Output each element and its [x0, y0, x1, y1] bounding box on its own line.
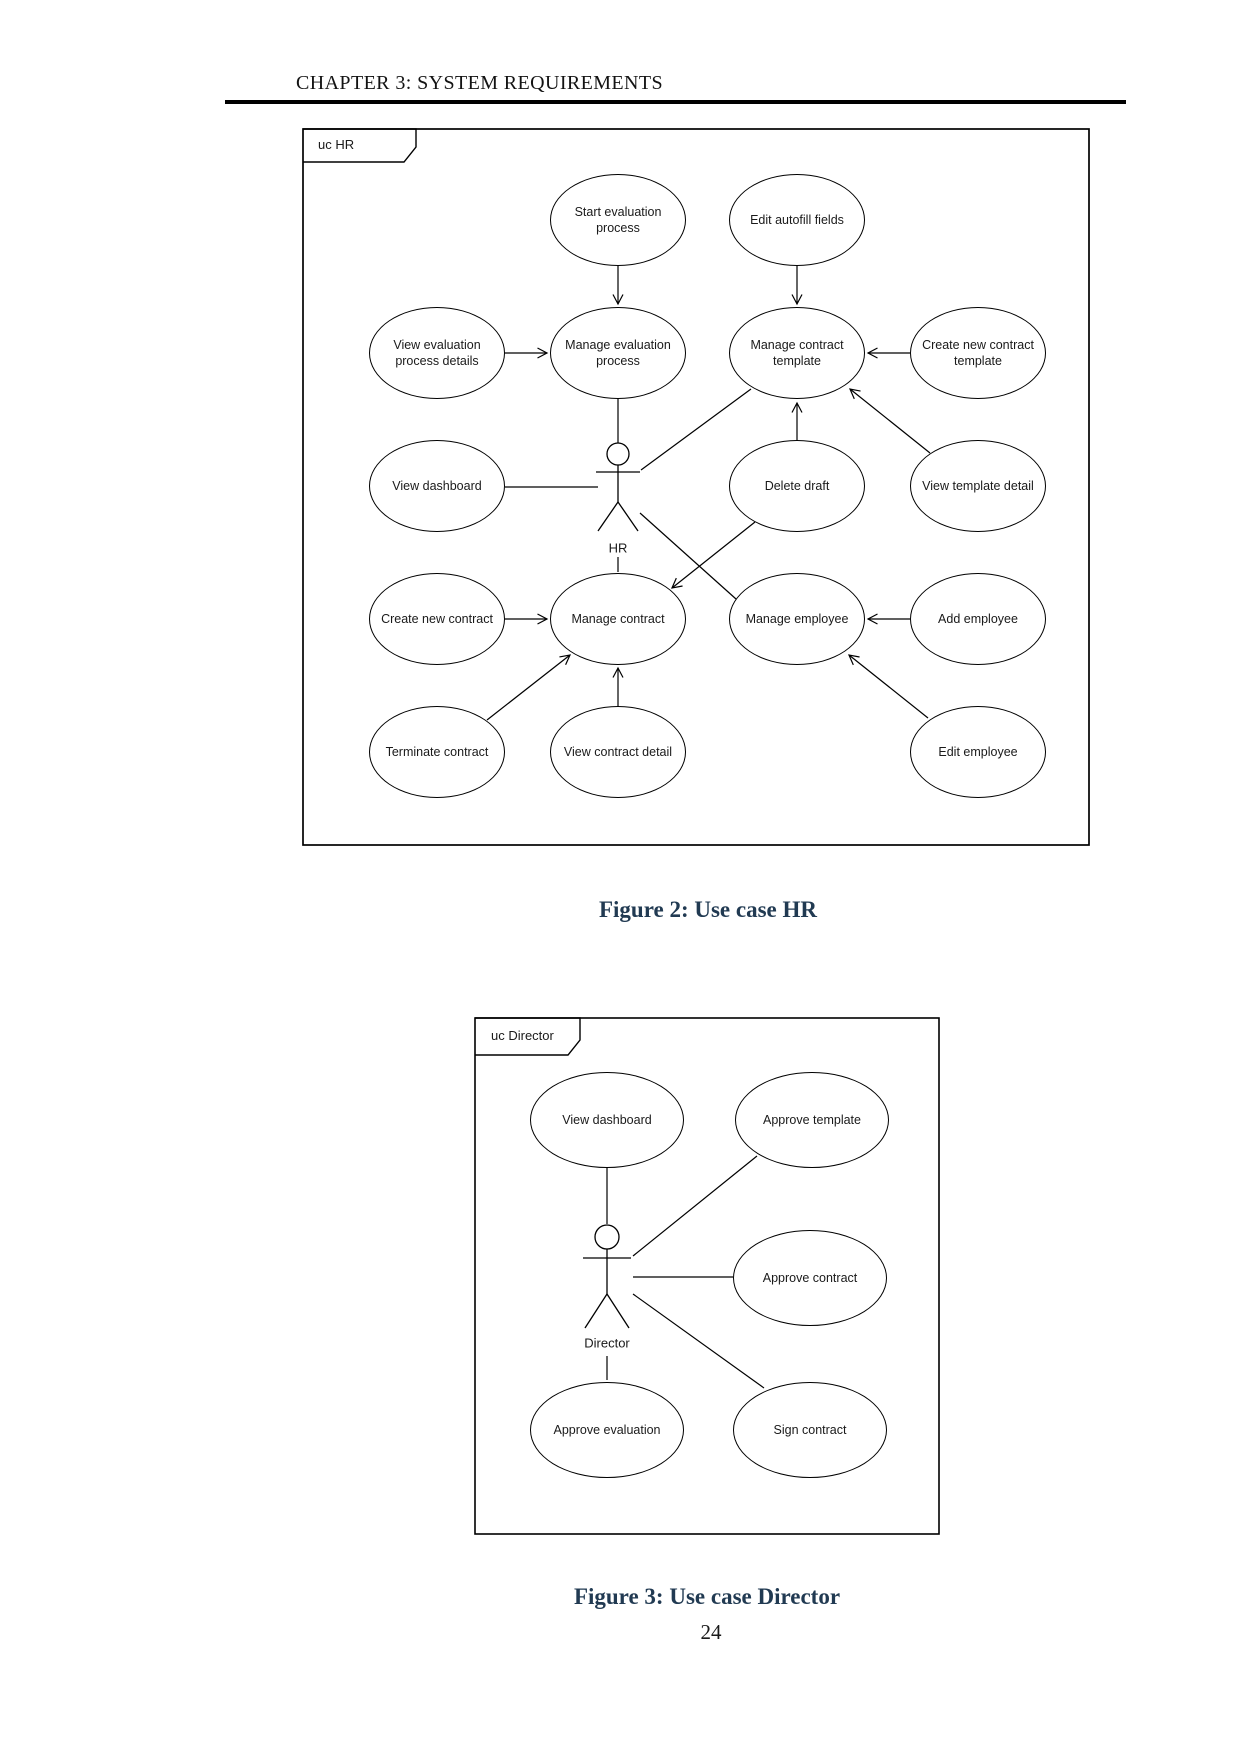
- usecase-manage-contract-template: Manage contract template: [729, 307, 865, 399]
- usecase-sign-contract: Sign contract: [733, 1382, 887, 1478]
- usecase-delete-draft: Delete draft: [729, 440, 865, 532]
- usecase-manage-evaluation-process: Manage evaluation process: [550, 307, 686, 399]
- director-actor-icon: [583, 1224, 631, 1329]
- usecase-view-dashboard: View dashboard: [369, 440, 505, 532]
- fig2-frame-label: uc HR: [318, 137, 355, 152]
- usecase-edit-employee: Edit employee: [910, 706, 1046, 798]
- fig3-frame: [474, 1017, 940, 1535]
- usecase-approve-contract: Approve contract: [733, 1230, 887, 1326]
- usecase-manage-contract: Manage contract: [550, 573, 686, 665]
- usecase-terminate-contract: Terminate contract: [369, 706, 505, 798]
- fig2-arrows: [486, 266, 931, 721]
- usecase-create-new-contract: Create new contract: [369, 573, 505, 665]
- chapter-header: CHAPTER 3: SYSTEM REQUIREMENTS: [296, 72, 664, 94]
- usecase-view-template-detail: View template detail: [910, 440, 1046, 532]
- usecase-approve-evaluation: Approve evaluation: [530, 1382, 684, 1478]
- usecase-add-employee: Add employee: [910, 573, 1046, 665]
- usecase-view-contract-detail: View contract detail: [550, 706, 686, 798]
- usecase-manage-employee: Manage employee: [729, 573, 865, 665]
- fig2-frame: [302, 128, 1090, 846]
- usecase-view-dashboard-director: View dashboard: [530, 1072, 684, 1168]
- page-number: 24: [700, 1620, 722, 1644]
- director-actor-label: Director: [584, 1335, 630, 1351]
- header-rule: [225, 100, 1126, 104]
- figure2-caption: Figure 2: Use case HR: [598, 897, 818, 922]
- hr-actor-label: HR: [608, 540, 628, 556]
- usecase-approve-template: Approve template: [735, 1072, 889, 1168]
- fig2-associations: [505, 388, 752, 600]
- usecase-view-evaluation-process-details: View evaluation process details: [369, 307, 505, 399]
- figure3-caption: Figure 3: Use case Director: [573, 1584, 841, 1609]
- fig3-frame-label: uc Director: [491, 1028, 554, 1043]
- usecase-start-evaluation-process: Start evaluation process: [550, 174, 686, 266]
- hr-actor-icon: [596, 442, 640, 532]
- usecase-create-new-contract-template: Create new contract template: [910, 307, 1046, 399]
- usecase-edit-autofill-fields: Edit autofill fields: [729, 174, 865, 266]
- fig3-associations: [606, 1155, 765, 1389]
